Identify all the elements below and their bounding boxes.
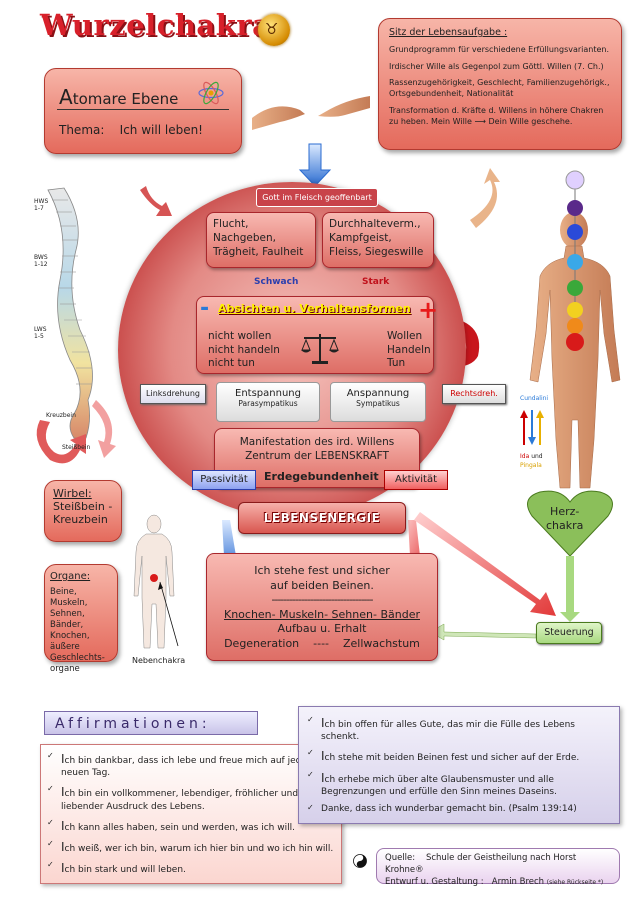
ich-stehe-fest-box: Ich stehe fest und sicher auf beiden Bei… <box>206 553 438 661</box>
herzchakra-label: Herz- chakra <box>546 505 584 533</box>
aktivitaet-label: Aktivität <box>384 470 448 490</box>
cundalini-label: Cundalini <box>520 395 549 402</box>
affirmationen-heading: Affirmationen: <box>44 711 258 735</box>
scales-icon <box>301 334 339 364</box>
rechtsdrehung-label: Rechtsdreh. <box>442 384 506 404</box>
sitz-heading: Sitz der Lebensaufgabe : <box>389 27 508 38</box>
passivitaet-label: Passivität <box>192 470 256 490</box>
list-item: Danke, dass ich wunderbar gemacht bin. (… <box>307 803 611 815</box>
ida-label: Ida und <box>520 453 543 460</box>
body-chakra-image <box>529 170 621 489</box>
sitz-der-lebensaufgabe-box: Sitz der Lebensaufgabe : Grundprogramm f… <box>378 18 622 150</box>
gott-im-fleisch-label: Gott im Fleisch geoffenbart <box>256 188 378 207</box>
pingala-label: Pingala <box>520 462 542 469</box>
atom-icon <box>198 81 224 105</box>
lebensenergie-label: LEBENSENERGIE <box>238 502 406 534</box>
nebenchakra-figure <box>133 514 179 649</box>
sitz-text-2: Irdischer Wille als Gegenpol zum Göttl. … <box>389 61 604 71</box>
absichten-heading: Absichten u. Verhaltensformen <box>218 302 411 315</box>
nebenchakra-label: Nebenchakra <box>132 656 186 665</box>
list-item: Ich erhebe mich über alte Glaubensmuster… <box>307 770 611 798</box>
list-item: Ich bin offen für alles Gute, das mir di… <box>307 715 611 743</box>
quelle-box: Quelle: Schule der Geistheilung nach Hor… <box>376 848 620 887</box>
divider-line <box>57 109 229 110</box>
sitz-text-3: Rassenzugehörigkeit, Geschlecht, Familie… <box>389 78 610 99</box>
sitz-text-4: Transformation d. Kräfte d. Willens in h… <box>389 106 604 126</box>
entspannung-box: Entspannung Parasympatikus <box>216 382 320 422</box>
minus-sign: - <box>200 296 210 321</box>
chakra-logo-icon: ♉ <box>258 14 290 46</box>
steuerung-label: Steuerung <box>536 622 602 644</box>
sitz-text-1: Grundprogramm für verschiedene Erfüllung… <box>389 44 610 54</box>
lws-label: LWS 1-5 <box>34 326 47 340</box>
stark-traits-box: Durchhalteverm., Kampfgeist, Fleiss, Sie… <box>322 212 434 268</box>
schwach-traits-box: Flucht, Nachgeben, Trägheit, Faulheit <box>206 212 316 268</box>
entwurf-line: Entwurf u. Gestaltung : Armin Brech (sie… <box>385 876 604 887</box>
bws-label: BWS 1-12 <box>34 254 48 268</box>
list-item: Ich bin stark und will leben. <box>47 860 335 876</box>
kreuzbein-label: Kreuzbein <box>46 412 76 419</box>
affirmationen-list-right: Ich bin offen für alles Gute, das mir di… <box>298 706 620 824</box>
atomare-ebene-label: Atomare Ebene <box>59 85 179 109</box>
positive-behaviour-list: Wollen Handeln Tun <box>387 330 431 370</box>
hands-image <box>250 82 372 140</box>
list-item: Ich stehe mit beiden Beinen fest und sic… <box>307 748 611 764</box>
hws-label: HWS 1-7 <box>34 198 49 212</box>
wirbel-box: Wirbel: Steißbein - Kreuzbein <box>44 480 122 542</box>
erdegebundenheit-label: Erdegebundenheit <box>264 470 379 483</box>
list-item: Ich weiß, wer ich bin, warum ich hier bi… <box>47 839 335 855</box>
page-title: Wurzelchakra <box>40 8 272 42</box>
affirmationen-list-left: Ich bin dankbar, dass ich lebe und freue… <box>40 744 342 884</box>
steissbein-label: Steißbein <box>62 444 91 451</box>
negative-behaviour-list: nicht wollen nicht handeln nicht tun <box>208 330 280 370</box>
organe-box: Organe: Beine, Muskeln, Sehnen, Bänder, … <box>44 564 118 674</box>
atomare-ebene-box: Atomare Ebene Thema: Ich will leben! <box>44 68 242 154</box>
long-arrow-icon: ⟶ <box>474 116 486 126</box>
list-item: Ich bin dankbar, dass ich lebe und freue… <box>47 751 335 779</box>
quelle-line: Quelle: Schule der Geistheilung nach Hor… <box>385 853 577 875</box>
anspannung-box: Anspannung Sympatikus <box>330 382 426 422</box>
schwach-label: Schwach <box>254 277 299 287</box>
list-item: Ich bin ein vollkommener, lebendiger, fr… <box>47 784 335 812</box>
list-item: Ich kann alles haben, sein und werden, w… <box>47 818 335 834</box>
thema-line: Thema: Ich will leben! <box>59 123 203 137</box>
plus-sign: + <box>418 296 439 324</box>
stark-label: Stark <box>362 277 390 287</box>
spine-image <box>47 187 93 439</box>
yin-yang-icon <box>353 854 367 868</box>
linksdrehung-label: Linksdrehung <box>140 384 206 404</box>
